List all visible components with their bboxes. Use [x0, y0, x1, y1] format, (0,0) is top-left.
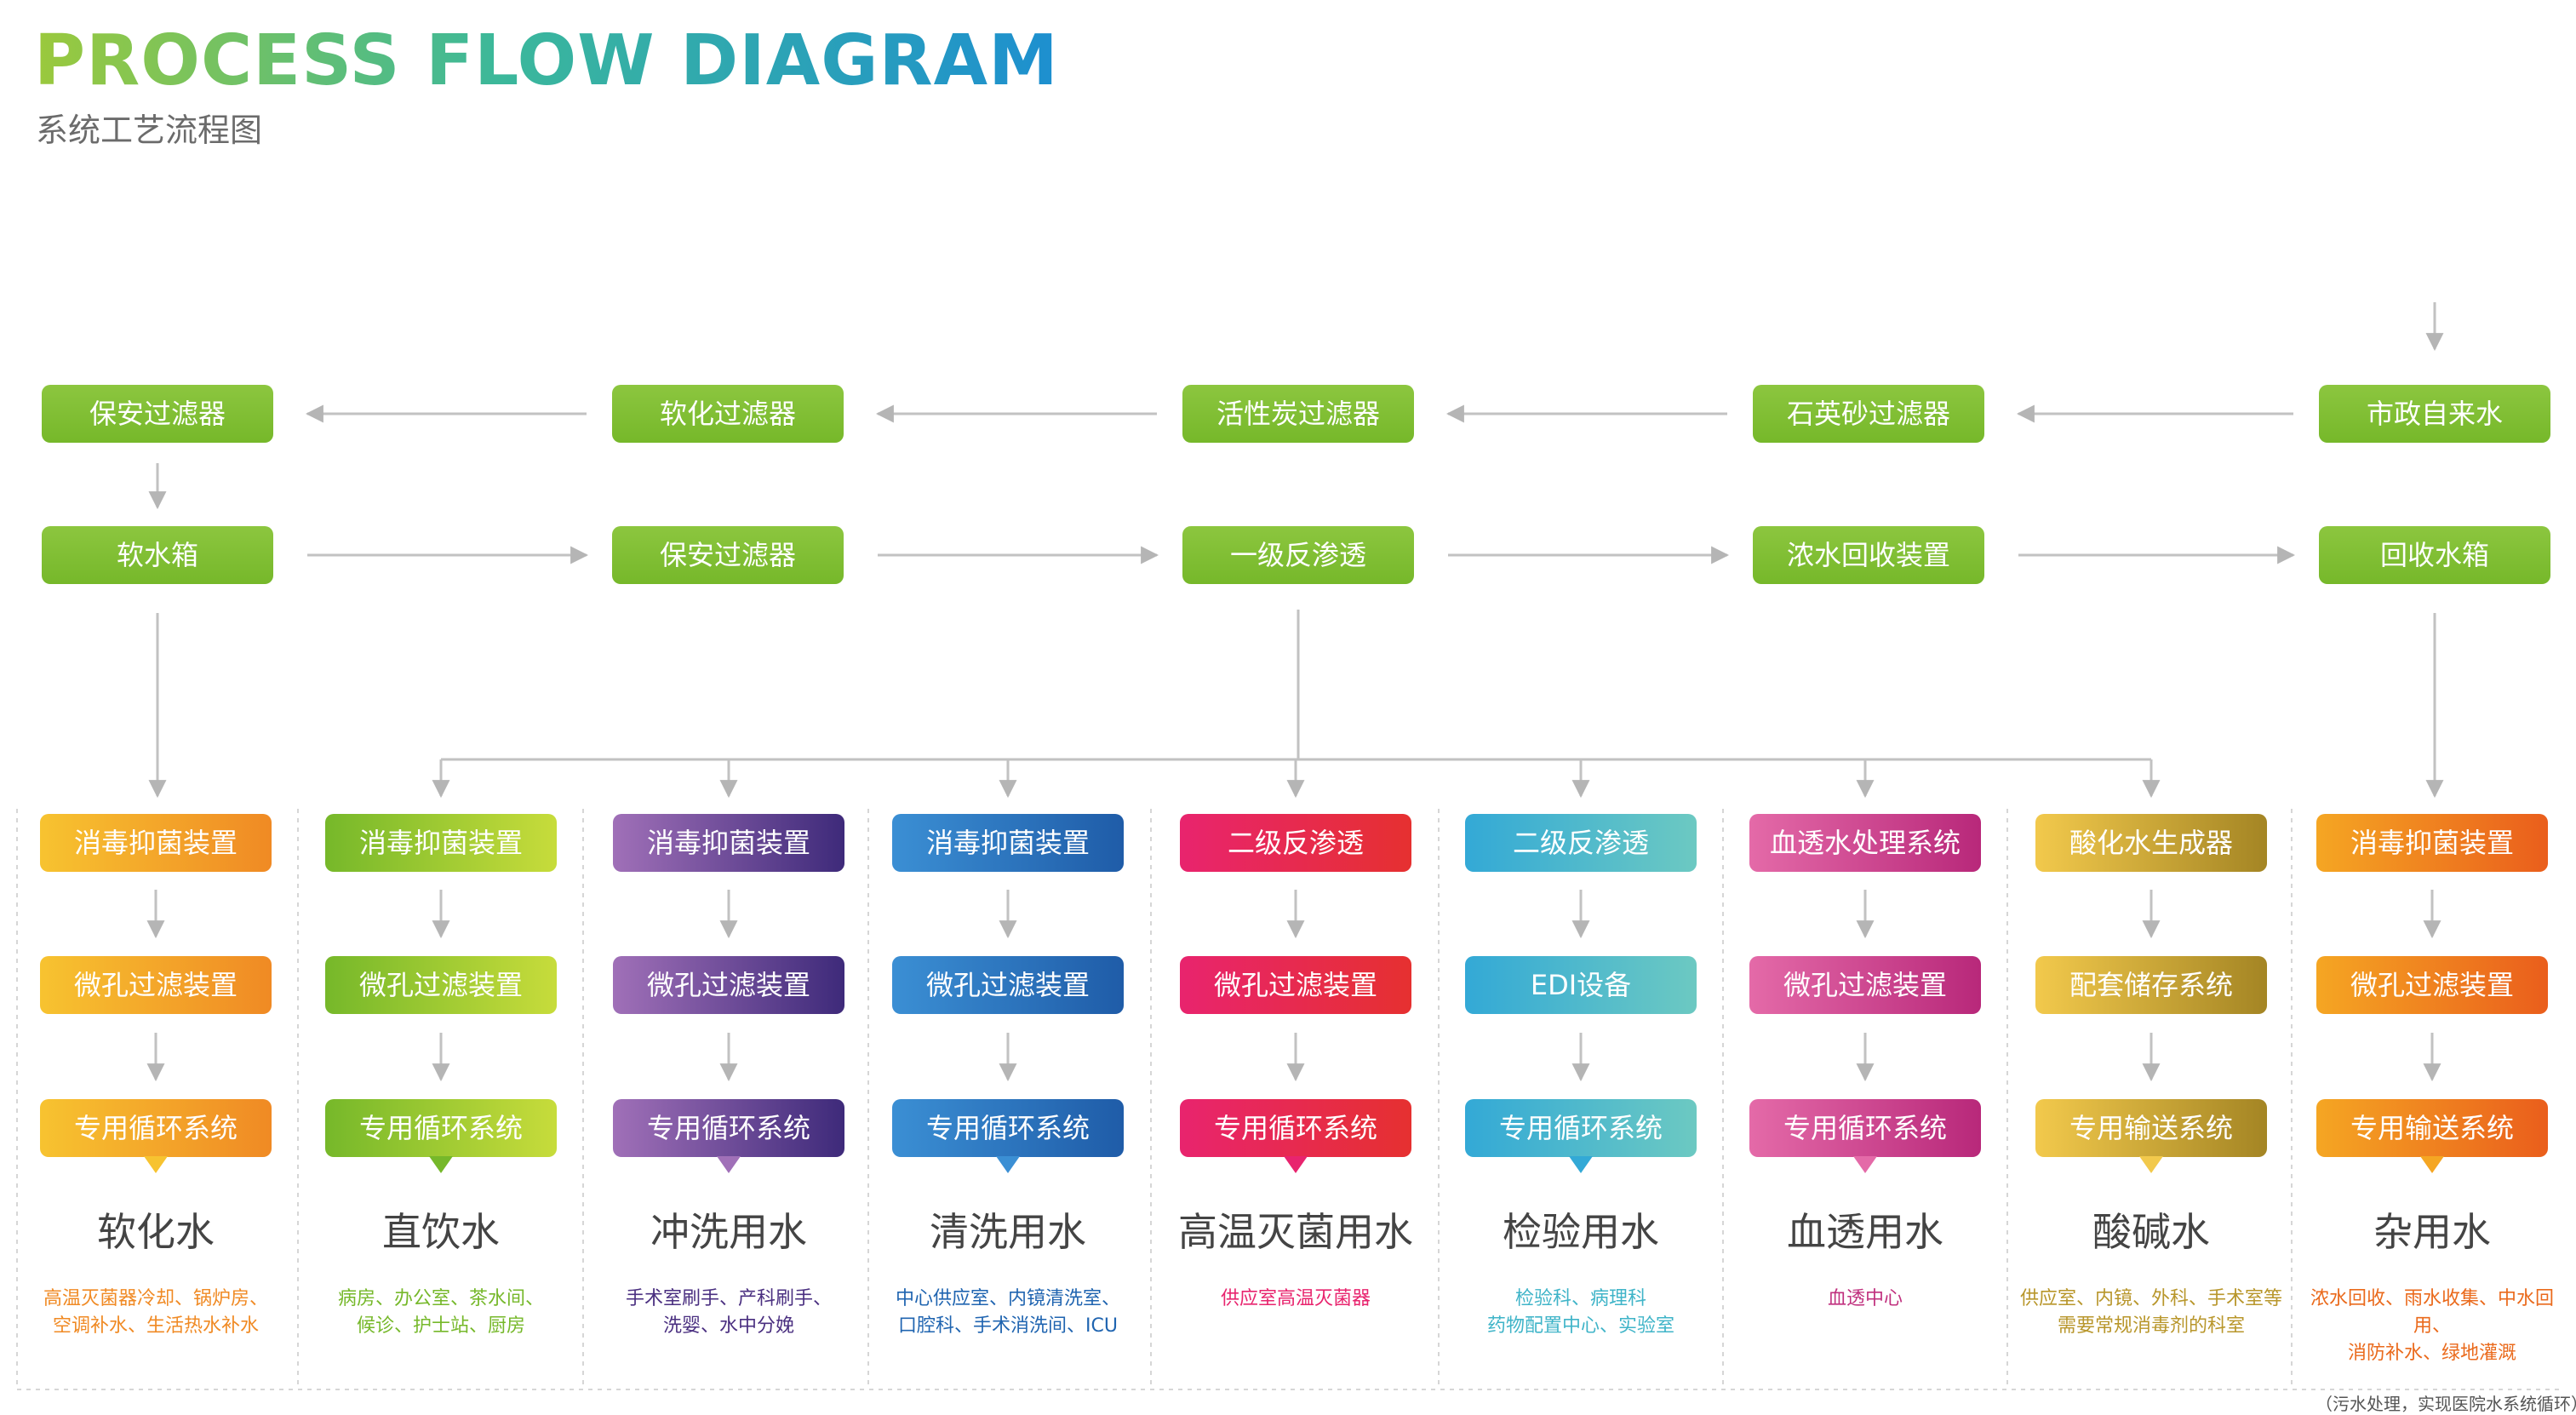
usage-location-line: 候诊、护士站、厨房	[356, 1315, 525, 1337]
flow-box-row1-1: 软化过滤器	[612, 385, 844, 443]
step-box-col5-1: EDI设备	[1465, 956, 1697, 1014]
step-box-col1-0: 消毒抑菌装置	[325, 814, 557, 872]
step-box-col7-1: 配套储存系统	[2035, 956, 2267, 1014]
usage-location-line: 需要常规消毒剂的科室	[2057, 1315, 2245, 1337]
step-box-col3-2: 专用循环系统	[892, 1099, 1124, 1157]
flow-box-row1-3: 石英砂过滤器	[1753, 385, 1984, 443]
callout-pointer	[996, 1156, 1020, 1173]
step-box-col0-0: 消毒抑菌装置	[40, 814, 272, 872]
flow-box-row2-0: 软水箱	[42, 526, 273, 584]
step-box-col8-0: 消毒抑菌装置	[2316, 814, 2548, 872]
footnote: （污水处理，实现医院水系统循环）	[2316, 1394, 2576, 1414]
usage-location-line: 手术室刷手、产科刷手、	[625, 1288, 832, 1309]
usage-locations: 供应室、内镜、外科、手术室等需要常规消毒剂的科室	[2015, 1286, 2287, 1340]
step-box-col3-0: 消毒抑菌装置	[892, 814, 1124, 872]
usage-title: 高温灭菌用水	[1178, 1209, 1413, 1255]
usage-locations: 病房、办公室、茶水间、候诊、护士站、厨房	[305, 1286, 577, 1340]
usage-location-line: 洗婴、水中分娩	[662, 1315, 794, 1337]
usage-locations: 检验科、病理科药物配置中心、实验室	[1445, 1286, 1717, 1340]
step-box-col2-0: 消毒抑菌装置	[613, 814, 844, 872]
usage-title: 冲洗用水	[650, 1209, 807, 1255]
step-box-col3-1: 微孔过滤装置	[892, 956, 1124, 1014]
flow-box-row2-2: 一级反渗透	[1182, 526, 1414, 584]
step-box-col1-1: 微孔过滤装置	[325, 956, 557, 1014]
usage-locations: 手术室刷手、产科刷手、洗婴、水中分娩	[592, 1286, 865, 1340]
step-box-col4-2: 专用循环系统	[1180, 1099, 1411, 1157]
step-box-col4-0: 二级反渗透	[1180, 814, 1411, 872]
flow-box-row1-0: 保安过滤器	[42, 385, 273, 443]
step-box-col6-1: 微孔过滤装置	[1749, 956, 1981, 1014]
step-box-col6-0: 血透水处理系统	[1749, 814, 1981, 872]
callout-pointer	[144, 1156, 168, 1173]
usage-title: 血透用水	[1787, 1209, 1943, 1255]
step-box-col0-2: 专用循环系统	[40, 1099, 272, 1157]
flow-box-row2-1: 保安过滤器	[612, 526, 844, 584]
usage-location-line: 病房、办公室、茶水间、	[337, 1288, 544, 1309]
usage-location-line: 空调补水、生活热水补水	[52, 1315, 259, 1337]
page-subtitle: 系统工艺流程图	[36, 112, 263, 149]
usage-title: 检验用水	[1503, 1209, 1659, 1255]
callout-pointer	[1284, 1156, 1308, 1173]
step-box-col2-2: 专用循环系统	[613, 1099, 844, 1157]
step-box-col5-2: 专用循环系统	[1465, 1099, 1697, 1157]
flow-box-row2-3: 浓水回收装置	[1753, 526, 1984, 584]
usage-title: 酸碱水	[2092, 1209, 2210, 1255]
callout-pointer	[1569, 1156, 1593, 1173]
callout-pointer	[1853, 1156, 1877, 1173]
page-title: PROCESS FLOW DIAGRAM	[34, 19, 1059, 104]
step-box-col5-0: 二级反渗透	[1465, 814, 1697, 872]
usage-locations: 中心供应室、内镜清洗室、口腔科、手术消洗间、ICU	[872, 1286, 1144, 1340]
step-box-col8-2: 专用输送系统	[2316, 1099, 2548, 1157]
usage-location-line: 检验科、病理科	[1514, 1288, 1646, 1309]
usage-title: 杂用水	[2373, 1209, 2491, 1255]
usage-locations: 供应室高温灭菌器	[1159, 1286, 1432, 1313]
usage-location-line: 血透中心	[1827, 1288, 1903, 1309]
callout-pointer	[717, 1156, 741, 1173]
usage-location-line: 口腔科、手术消洗间、ICU	[898, 1315, 1118, 1337]
usage-location-line: 浓水回收、雨水收集、中水回用、	[2310, 1288, 2554, 1337]
usage-location-line: 供应室高温灭菌器	[1220, 1288, 1371, 1309]
callout-pointer	[429, 1156, 453, 1173]
callout-pointer	[2139, 1156, 2163, 1173]
usage-locations: 高温灭菌器冷却、锅炉房、空调补水、生活热水补水	[20, 1286, 292, 1340]
callout-pointer	[2420, 1156, 2444, 1173]
step-box-col4-1: 微孔过滤装置	[1180, 956, 1411, 1014]
flow-box-row1-2: 活性炭过滤器	[1182, 385, 1414, 443]
usage-title: 清洗用水	[930, 1209, 1086, 1255]
usage-location-line: 药物配置中心、实验室	[1486, 1315, 1674, 1337]
step-box-col6-2: 专用循环系统	[1749, 1099, 1981, 1157]
usage-title: 直饮水	[382, 1209, 500, 1255]
step-box-col2-1: 微孔过滤装置	[613, 956, 844, 1014]
step-box-col8-1: 微孔过滤装置	[2316, 956, 2548, 1014]
step-box-col1-2: 专用循环系统	[325, 1099, 557, 1157]
usage-location-line: 供应室、内镜、外科、手术室等	[2019, 1288, 2282, 1309]
step-box-col7-2: 专用输送系统	[2035, 1099, 2267, 1157]
step-box-col7-0: 酸化水生成器	[2035, 814, 2267, 872]
step-box-col0-1: 微孔过滤装置	[40, 956, 272, 1014]
usage-locations: 浓水回收、雨水收集、中水回用、消防补水、绿地灌溉	[2296, 1286, 2568, 1367]
usage-locations: 血透中心	[1729, 1286, 2001, 1313]
usage-location-line: 高温灭菌器冷却、锅炉房、	[43, 1288, 268, 1309]
flow-box-row2-4: 回收水箱	[2319, 526, 2550, 584]
flow-box-row1-4: 市政自来水	[2319, 385, 2550, 443]
usage-location-line: 消防补水、绿地灌溉	[2347, 1343, 2516, 1364]
usage-location-line: 中心供应室、内镜清洗室、	[895, 1288, 1120, 1309]
usage-title: 软化水	[97, 1209, 215, 1255]
